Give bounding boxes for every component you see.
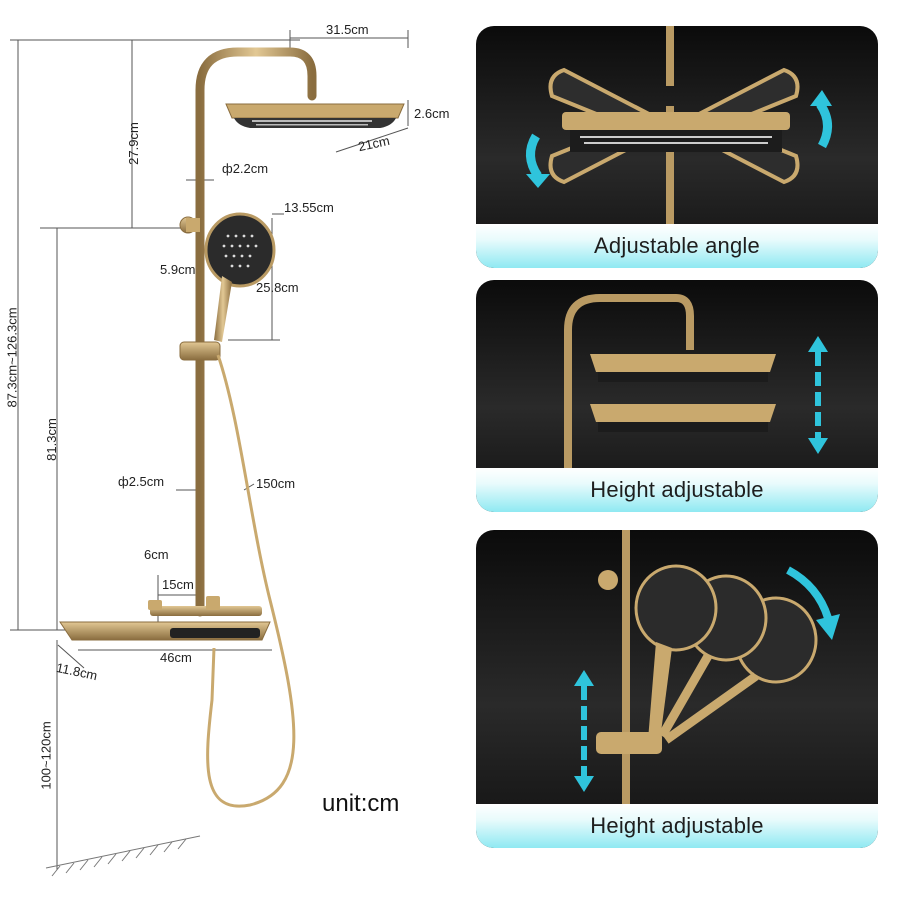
feature-panel-angle: Adjustable angle xyxy=(476,26,878,268)
dim-handheld-width: 13.55cm xyxy=(284,200,334,215)
angle-illustration xyxy=(526,26,832,226)
dim-pipe-small: ф2.2cm xyxy=(222,161,269,176)
dim-rail-height: 81.3cm xyxy=(43,418,59,461)
unit-label: unit:cm xyxy=(322,790,400,817)
dim-handheld-length: 25.8cm xyxy=(256,280,299,295)
height-handheld-illustration xyxy=(574,530,840,810)
dim-head-width: 31.5cm xyxy=(326,22,369,37)
product-diagram xyxy=(10,30,409,877)
panel-caption-angle: Adjustable angle xyxy=(476,224,878,268)
dim-handheld-offset: 5.9cm xyxy=(160,262,196,277)
panel-caption-height-handheld: Height adjustable xyxy=(476,804,878,848)
feature-panel-height-overhead: Height adjustable xyxy=(476,280,878,512)
dim-total-height: 87.3cm~126.3cm xyxy=(4,307,20,408)
height-overhead-illustration xyxy=(564,294,828,512)
dim-shelf-width: 46cm xyxy=(160,650,192,665)
dim-install-height: 100~120cm xyxy=(38,721,54,790)
dim-head-thickness: 2.6cm xyxy=(414,106,450,121)
dim-valve-spacing: 15cm xyxy=(162,577,194,592)
feature-panel-height-handheld: Height adjustable xyxy=(476,530,878,848)
dim-arm-height: 27.9cm xyxy=(125,122,141,165)
panel-caption-height-overhead: Height adjustable xyxy=(476,468,878,512)
dim-valve-height: 6cm xyxy=(144,547,169,562)
dim-hose-length: 150cm xyxy=(256,476,296,491)
dim-pipe-large: ф2.5cm xyxy=(118,474,165,489)
